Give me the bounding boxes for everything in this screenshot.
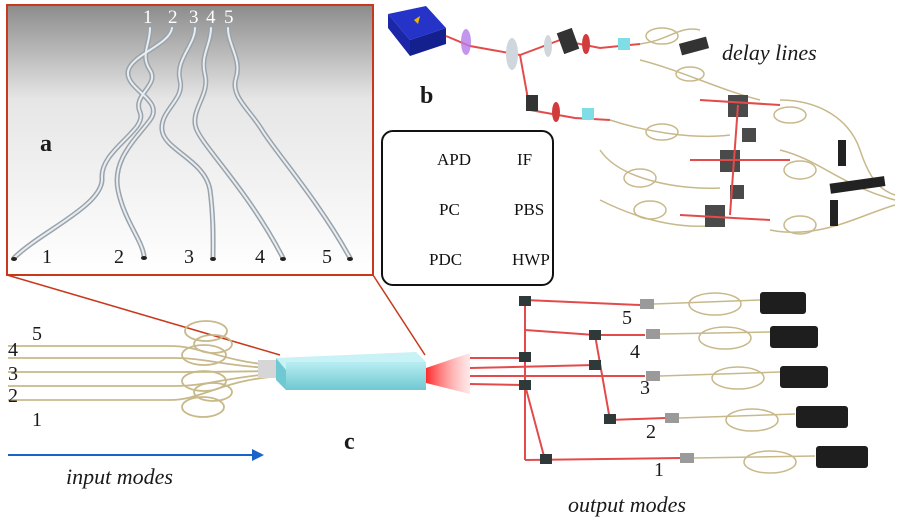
input-label-1: 1 xyxy=(32,409,42,431)
input-modes-label: input modes xyxy=(66,464,173,489)
input-label-3: 3 xyxy=(8,363,18,385)
fiber-array xyxy=(258,360,276,378)
chip-top-label-1: 1 xyxy=(143,7,153,28)
output-couplers xyxy=(640,299,694,463)
chip-top-label-2: 2 xyxy=(168,7,178,28)
delay-lines-label: delay lines xyxy=(722,40,817,65)
delay-stage xyxy=(678,36,710,56)
input-label-2: 2 xyxy=(8,385,18,407)
output-label-4: 4 xyxy=(630,341,640,363)
panel-b-source-setup xyxy=(388,6,896,235)
chip-top-label-3: 3 xyxy=(189,7,199,28)
mirrors xyxy=(519,296,616,464)
output-beam-paths xyxy=(469,299,681,461)
chip-bottom-label-1: 1 xyxy=(42,246,52,268)
chip-bottom-label-2: 2 xyxy=(114,246,124,268)
chip-bottom-label-4: 4 xyxy=(255,246,265,268)
chip-bottom-label-3: 3 xyxy=(184,246,194,268)
input-arrow xyxy=(8,449,264,461)
detectors xyxy=(760,292,868,468)
output-label-1: 1 xyxy=(654,459,664,481)
zoom-line-right xyxy=(372,274,426,356)
chip-top-label-4: 4 xyxy=(206,7,216,28)
output-fibers xyxy=(653,292,816,474)
panel-b-label: b xyxy=(420,83,434,109)
legend-apd: APD xyxy=(437,150,472,169)
waveguide-ends xyxy=(11,256,353,261)
zoom-line-left xyxy=(6,274,281,356)
input-label-5: 5 xyxy=(32,323,42,345)
legend-pdc: PDC xyxy=(429,250,463,269)
output-beams xyxy=(426,353,470,394)
output-modes-label: output modes xyxy=(568,492,686,517)
panel-a-frame xyxy=(6,4,374,276)
output-label-2: 2 xyxy=(646,421,656,443)
panel-c-label: c xyxy=(344,429,355,455)
chip-body xyxy=(286,362,426,390)
panel-a-chip-closeup xyxy=(6,4,374,276)
legend-hwp: HWP xyxy=(512,250,550,269)
legend-if: IF xyxy=(517,150,533,169)
legend-pbs: PBS xyxy=(514,200,545,219)
output-label-5: 5 xyxy=(622,307,632,329)
panel-c-chip-setup xyxy=(8,292,868,474)
chip-top-label-5: 5 xyxy=(224,7,234,28)
output-label-3: 3 xyxy=(640,377,650,399)
input-fibers xyxy=(8,320,271,418)
panel-a-label: a xyxy=(40,131,52,157)
legend-box: APD IF PC PBS PDC HWP xyxy=(381,130,554,286)
chip-bottom-label-5: 5 xyxy=(322,246,332,268)
legend-pc: PC xyxy=(439,200,460,219)
input-label-4: 4 xyxy=(8,339,18,361)
